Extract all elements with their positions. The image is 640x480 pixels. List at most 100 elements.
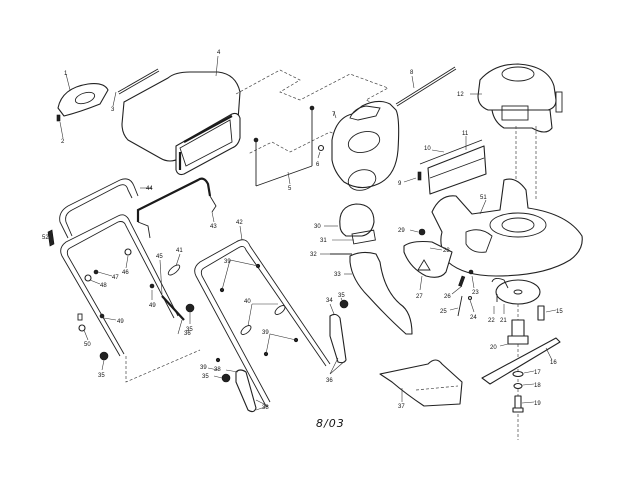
part-2-screw[interactable] bbox=[56, 114, 61, 122]
label-22: 22 bbox=[488, 318, 495, 324]
part-17-washer[interactable] bbox=[512, 370, 524, 378]
label-28: 28 bbox=[443, 248, 450, 254]
label-41: 41 bbox=[176, 248, 183, 254]
part-20-blade-adapter[interactable] bbox=[507, 319, 529, 345]
label-5: 5 bbox=[288, 186, 292, 192]
label-35d: 35 bbox=[202, 374, 209, 380]
part-49-bolt-2[interactable] bbox=[99, 313, 105, 319]
part-19-blade-bolt[interactable] bbox=[512, 395, 524, 413]
label-48: 48 bbox=[100, 283, 107, 289]
label-42: 42 bbox=[236, 220, 243, 226]
part-9-screw[interactable] bbox=[417, 171, 422, 181]
label-35a: 35 bbox=[98, 373, 105, 379]
label-47: 47 bbox=[112, 275, 119, 281]
part-34-bracket-right[interactable] bbox=[329, 313, 347, 364]
label-19: 19 bbox=[534, 401, 541, 407]
part-26-spring[interactable] bbox=[458, 275, 466, 287]
label-10: 10 bbox=[424, 146, 431, 152]
label-46: 46 bbox=[122, 270, 129, 276]
part-44-upper-handle[interactable] bbox=[59, 178, 139, 239]
part-30-side-discharge-cover[interactable] bbox=[339, 203, 375, 237]
part-6-screw[interactable] bbox=[317, 144, 325, 152]
label-49b: 49 bbox=[117, 319, 124, 325]
label-11: 11 bbox=[462, 131, 469, 137]
label-18: 18 bbox=[534, 383, 541, 389]
part-48-washer[interactable] bbox=[84, 274, 92, 282]
label-27: 27 bbox=[416, 294, 423, 300]
part-49-bolt[interactable] bbox=[149, 283, 155, 289]
part-41-cable-guide[interactable] bbox=[167, 263, 182, 277]
part-35-knob-1[interactable] bbox=[99, 351, 109, 361]
label-52: 52 bbox=[42, 235, 49, 241]
part-11-rear-door[interactable] bbox=[427, 145, 487, 195]
label-21: 21 bbox=[500, 318, 507, 324]
part-29-nut[interactable] bbox=[418, 228, 426, 236]
part-7-bag-adapter[interactable] bbox=[331, 100, 400, 193]
part-38-bracket-left[interactable] bbox=[235, 369, 257, 413]
part-50-washer[interactable] bbox=[77, 313, 86, 332]
part-28-chute-door[interactable] bbox=[403, 240, 453, 278]
label-26: 26 bbox=[444, 294, 451, 300]
part-23-nut[interactable] bbox=[468, 269, 474, 275]
part-40-cable-tie[interactable] bbox=[239, 304, 286, 336]
label-25: 25 bbox=[440, 309, 447, 315]
date-code: 8/03 bbox=[316, 417, 345, 430]
part-52-label[interactable] bbox=[47, 229, 55, 247]
part-1-bag-handle[interactable] bbox=[57, 83, 109, 117]
part-35-knob-2[interactable] bbox=[185, 303, 195, 313]
label-23: 23 bbox=[472, 290, 479, 296]
label-33: 33 bbox=[334, 272, 341, 278]
part-25-bolt[interactable] bbox=[457, 295, 463, 317]
label-45: 45 bbox=[156, 254, 163, 260]
part-37-mulch-plug[interactable] bbox=[379, 359, 463, 407]
label-50: 50 bbox=[84, 342, 91, 348]
part-33-discharge-chute[interactable] bbox=[349, 251, 413, 335]
part-31-bracket[interactable] bbox=[351, 229, 376, 245]
part-4-grass-bag[interactable] bbox=[121, 71, 241, 176]
part-42-lower-handle[interactable] bbox=[194, 239, 331, 407]
label-17: 17 bbox=[534, 370, 541, 376]
part-46-clip[interactable] bbox=[124, 248, 132, 256]
label-39a: 39 bbox=[224, 259, 231, 265]
label-34: 34 bbox=[326, 298, 333, 304]
label-4: 4 bbox=[217, 50, 221, 56]
label-43: 43 bbox=[210, 224, 217, 230]
part-8-rear-door-rod[interactable] bbox=[395, 66, 457, 107]
part-47-screw[interactable] bbox=[93, 269, 99, 275]
part-39-bolt-3[interactable] bbox=[215, 357, 221, 363]
part-35-knob-4[interactable] bbox=[221, 373, 231, 383]
part-12-engine[interactable] bbox=[477, 63, 563, 133]
label-49a: 49 bbox=[149, 303, 156, 309]
label-32: 32 bbox=[310, 252, 317, 258]
part-3-rod[interactable] bbox=[117, 68, 160, 95]
part-16-blade[interactable] bbox=[481, 337, 561, 385]
label-2: 2 bbox=[61, 139, 65, 145]
label-31: 31 bbox=[320, 238, 327, 244]
label-12: 12 bbox=[457, 92, 464, 98]
part-15-bolt[interactable] bbox=[537, 305, 545, 321]
part-39-bolt-1[interactable] bbox=[219, 263, 261, 293]
part-10-hinge-rod[interactable] bbox=[419, 139, 483, 165]
label-35b: 35 bbox=[186, 327, 193, 333]
label-15: 15 bbox=[556, 309, 563, 315]
label-16: 16 bbox=[550, 360, 557, 366]
part-51-deck[interactable] bbox=[431, 178, 583, 277]
label-29: 29 bbox=[398, 228, 405, 234]
label-6: 6 bbox=[316, 162, 320, 168]
part-35-knob-3[interactable] bbox=[339, 299, 349, 309]
part-45-control-cable[interactable] bbox=[161, 295, 185, 321]
label-38b: 38 bbox=[262, 405, 269, 411]
label-20: 20 bbox=[490, 345, 497, 351]
part-18-lock-washer[interactable] bbox=[513, 382, 523, 390]
part-43-control-bar[interactable] bbox=[136, 177, 217, 239]
part-39-bolt-2[interactable] bbox=[263, 337, 299, 357]
label-39c: 39 bbox=[200, 365, 207, 371]
label-37: 37 bbox=[398, 404, 405, 410]
upper-handle-frame[interactable] bbox=[60, 214, 179, 357]
part-21-baffle-plate[interactable] bbox=[491, 277, 541, 305]
part-24-washer[interactable] bbox=[467, 295, 473, 301]
part-5-bag-frame[interactable] bbox=[253, 105, 315, 187]
label-39b: 39 bbox=[262, 330, 269, 336]
label-35c: 35 bbox=[338, 293, 345, 299]
